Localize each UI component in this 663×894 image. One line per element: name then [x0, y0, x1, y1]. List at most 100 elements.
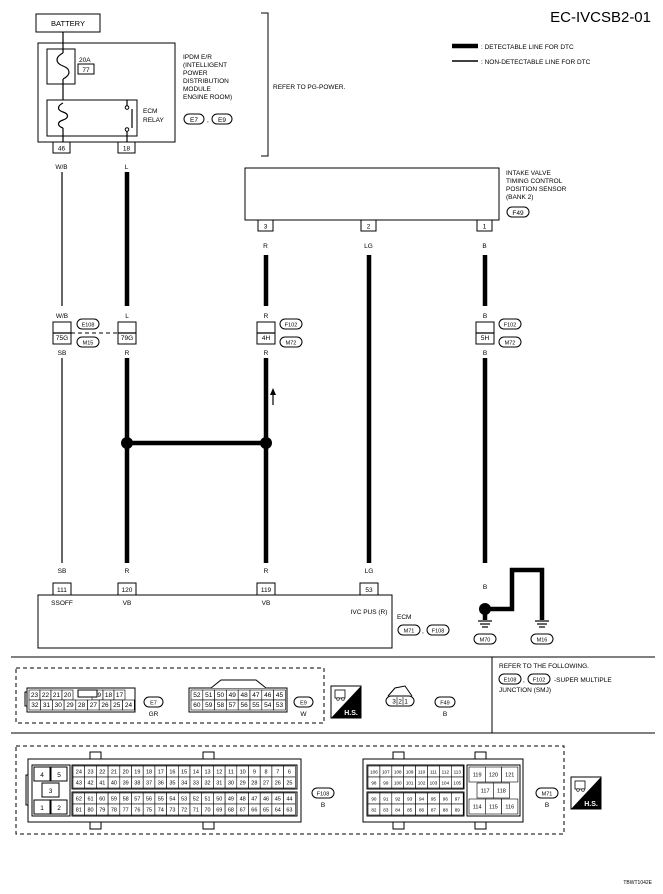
svg-text:46: 46	[58, 146, 66, 153]
connector-pin	[450, 776, 464, 789]
svg-text:M71: M71	[404, 629, 415, 635]
connector-pin-label: 83	[383, 807, 389, 812]
terminal-18	[117, 141, 136, 154]
splice-left	[121, 437, 133, 449]
connector-pin-label: 23	[31, 692, 39, 699]
footer-code: TBWT1042E	[623, 880, 652, 886]
connector-pin-label: 6	[288, 769, 291, 775]
connector-pin-label: 60	[99, 796, 105, 802]
svg-text:VB: VB	[123, 600, 132, 607]
connector-pin	[273, 699, 286, 711]
connector-tag-f108	[426, 624, 450, 636]
connector-pin	[492, 782, 510, 799]
connector-pin-label: 101	[406, 780, 414, 785]
svg-text:LG: LG	[365, 568, 374, 575]
connector-tag-f49	[506, 206, 530, 218]
connector-pin-label: 51	[205, 692, 213, 699]
connector-pin	[122, 699, 135, 711]
e7-keyway	[77, 689, 98, 698]
connector-tag-e7-view	[143, 696, 164, 708]
connector-pin-label: 48	[240, 796, 246, 802]
svg-text:H.S.: H.S.	[584, 801, 598, 808]
svg-text:F49: F49	[512, 210, 524, 217]
connector-pin-label: 109	[406, 769, 414, 774]
connector-pin-label: 69	[216, 807, 222, 813]
connector-pin-label: 47	[251, 796, 257, 802]
connector-f49: 3 2 1	[385, 685, 415, 707]
connector-pin-label: 17	[158, 769, 164, 775]
connector-pin-label: 116	[505, 804, 514, 810]
connector-pin-label: 82	[371, 807, 377, 812]
ground-tag-m70	[473, 633, 497, 645]
connector-pin-label: 79	[99, 807, 105, 813]
refer-tag-f102	[527, 673, 551, 685]
svg-text:M15: M15	[83, 341, 94, 347]
ground-tag-m16	[530, 633, 554, 645]
connector-pin-label: 49	[229, 692, 237, 699]
svg-text:B: B	[443, 711, 447, 718]
connector-pin-label: 42	[87, 780, 93, 786]
connector-pin-label: 28	[78, 702, 86, 709]
connector-pin-label: 24	[125, 702, 133, 709]
connector-pin-label: 62	[76, 796, 82, 802]
legend-non-detectable-text: : NON-DETECTABLE LINE FOR DTC	[481, 59, 591, 66]
svg-text:VB: VB	[262, 600, 271, 607]
connector-tag-m71	[397, 624, 421, 636]
connector-pin-label: 43	[76, 780, 82, 786]
svg-text:SB: SB	[58, 568, 67, 575]
connector-pin-label: 102	[418, 780, 426, 785]
connector-pin-label: 55	[252, 702, 260, 709]
svg-text:R: R	[264, 568, 269, 575]
connector-pin-label: 84	[395, 807, 401, 812]
connector-pin-label: 16	[169, 769, 175, 775]
ipdm-name-4: DISTRIBUTION	[183, 78, 229, 85]
connector-pin-label: 27	[90, 702, 98, 709]
connector-pin-label: 27	[263, 780, 269, 786]
svg-text:F108: F108	[317, 792, 330, 798]
connector-pin-label: 87	[431, 807, 437, 812]
connector-pin-label: 20	[64, 692, 72, 699]
connector-pin-label: 71	[193, 807, 199, 813]
connector-pin-label: 34	[181, 780, 187, 786]
connector-pin-label: 22	[99, 769, 105, 775]
ground-symbol-m70-icon	[478, 620, 492, 628]
connector-pin-label: 46	[263, 796, 269, 802]
connector-pin-label: 25	[286, 780, 292, 786]
svg-text:B: B	[321, 802, 325, 809]
svg-text:SSOFF: SSOFF	[51, 600, 73, 607]
connector-tag-f102-mid	[279, 318, 303, 330]
svg-text:B: B	[510, 584, 514, 591]
connector-tag-m15	[76, 336, 100, 348]
svg-text:53: 53	[365, 587, 373, 594]
splice-right	[260, 437, 272, 449]
sensor-name-1: INTAKE VALVE	[506, 170, 551, 177]
svg-text:W: W	[300, 711, 307, 718]
connector-pin-label: 63	[286, 807, 292, 813]
ipdm-name-1: IPDM E/R	[183, 54, 212, 61]
svg-text:5: 5	[57, 772, 61, 779]
connector-pin-label: 29	[240, 780, 246, 786]
connector-tag-m72-right	[498, 336, 522, 348]
svg-text:B: B	[483, 313, 487, 320]
connector-pin-label: 76	[134, 807, 140, 813]
svg-text:5H: 5H	[481, 335, 490, 342]
svg-text:18: 18	[123, 146, 131, 153]
connector-pin-label: 104	[442, 780, 450, 785]
ground-symbol-m16-icon	[535, 620, 549, 628]
svg-text:4: 4	[40, 772, 44, 779]
connector-pin-label: 86	[419, 807, 425, 812]
connector-pin-label: 114	[473, 804, 482, 810]
connector-view-box-upper	[15, 667, 325, 724]
svg-text:R: R	[264, 313, 269, 320]
connector-pin-label: 107	[382, 769, 390, 774]
svg-text:B: B	[540, 584, 544, 591]
svg-text:M71: M71	[542, 792, 553, 798]
connector-pin-label: 95	[431, 796, 437, 801]
connector-pin	[283, 803, 296, 816]
ipdm-name-6: ENGINE ROOM)	[183, 94, 232, 101]
connector-pin-label: 52	[193, 692, 201, 699]
relay-contact-bottom-icon	[124, 127, 130, 132]
refer-bracket	[261, 12, 269, 157]
